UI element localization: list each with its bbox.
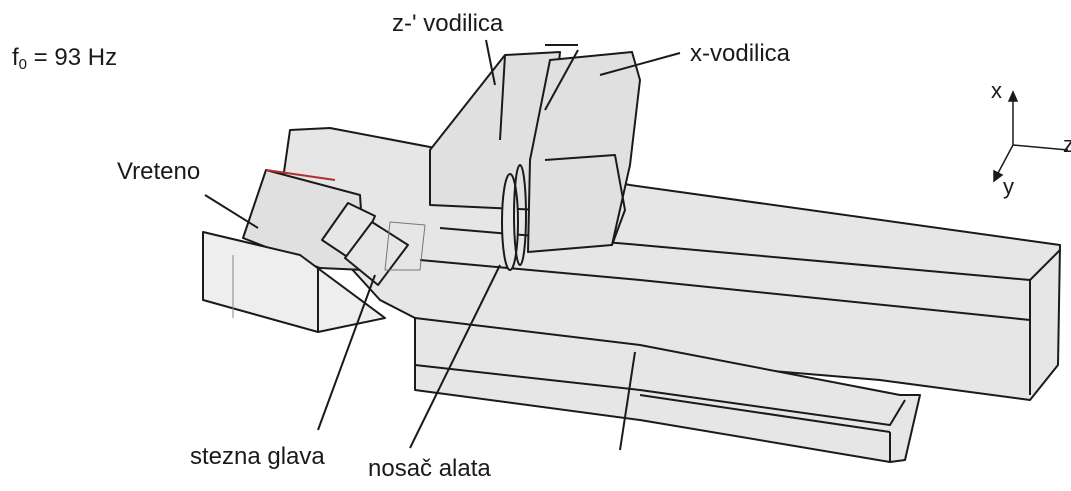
frequency-annotation: f0 = 93 Hz: [12, 44, 117, 73]
axis-x-arrow-icon: [1007, 90, 1019, 102]
frequency-symbol: f: [12, 44, 19, 71]
spindle-accent-edge: [265, 169, 336, 181]
leader-tool-holder: [409, 264, 501, 449]
axis-y-line: [996, 144, 1014, 176]
machine-base: [414, 317, 921, 463]
bed-rail-lower: [419, 259, 1031, 395]
leader-spindle: [204, 194, 259, 229]
label-chuck: stezna glava: [190, 443, 325, 470]
label-z-guide: z-' vodilica: [392, 10, 504, 37]
base-rail-2: [639, 394, 891, 433]
label-tool-holder: nosač alata: [368, 455, 491, 482]
z-guide-edge: [499, 54, 506, 141]
axis-x-label: x: [991, 78, 1002, 103]
tool-holder-disc-2: [513, 164, 527, 266]
chuck-ghost: [384, 221, 426, 271]
base-rail-1: [414, 364, 906, 426]
axis-z-line: [1012, 144, 1069, 151]
leader-z-guide: [485, 39, 496, 86]
axis-y-label: y: [1003, 174, 1014, 199]
chuck-block-2: [344, 221, 409, 286]
frequency-value: = 93 Hz: [27, 44, 118, 71]
x-guide-inner: [544, 154, 626, 246]
x-guide-block: [527, 51, 641, 253]
chuck-block-1: [321, 202, 376, 263]
tool-holder-blade: [619, 351, 636, 451]
leader-x-guide: [599, 52, 681, 76]
coordinate-axes: [993, 90, 1069, 183]
x-guide-slot: [544, 49, 579, 111]
frequency-subscript: 0: [18, 56, 28, 73]
label-x-guide: x-vodilica: [690, 40, 791, 67]
label-spindle: Vreteno: [117, 158, 201, 185]
leader-chuck: [317, 274, 376, 431]
axis-y-arrow-icon: [993, 169, 1004, 183]
spindle-lower-box: [202, 231, 386, 333]
axis-z-label: z: [1063, 132, 1071, 157]
